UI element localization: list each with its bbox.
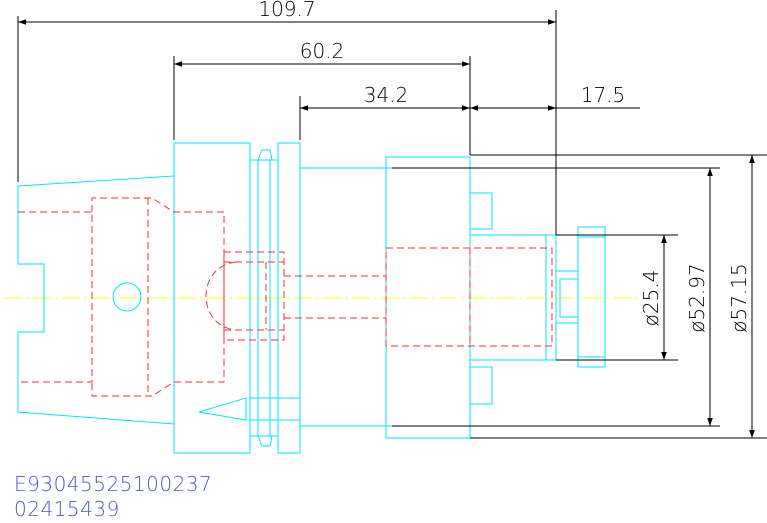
hidden-lines [18, 197, 553, 397]
dim-overall-length: 109.7 [258, 0, 315, 21]
dim-body-length: 34.2 [364, 83, 409, 107]
dimensions [17, 10, 767, 439]
dim-dia-large: ø57.15 [727, 263, 751, 333]
dim-flange-length: 60.2 [300, 39, 345, 63]
dim-dia-small: ø25.4 [639, 270, 663, 327]
dim-projection-length: 17.5 [581, 83, 626, 107]
part-number-line2: 02415439 [14, 497, 120, 521]
dim-dia-mid: ø52.97 [685, 263, 709, 333]
part-number-line1: E93045525100237 [14, 472, 213, 496]
